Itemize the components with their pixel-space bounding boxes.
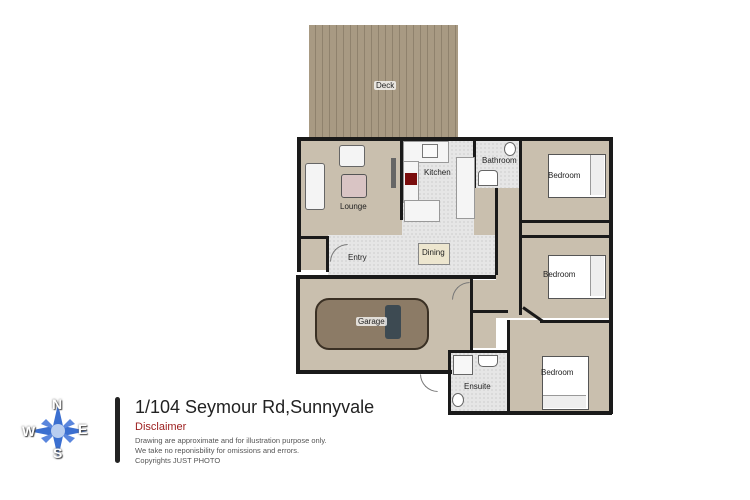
compass-south: S <box>53 445 63 461</box>
garage-label: Garage <box>356 317 387 326</box>
armchair-icon <box>339 145 365 167</box>
kitchen-island <box>404 200 440 222</box>
basin-icon <box>478 170 498 186</box>
wall <box>521 137 612 141</box>
car-windshield <box>385 305 401 339</box>
deck-label: Deck <box>374 81 397 90</box>
kitchen-label: Kitchen <box>424 168 451 177</box>
shower-icon <box>453 355 473 375</box>
title-divider <box>115 397 120 463</box>
wall <box>540 320 612 323</box>
wall <box>609 137 613 414</box>
wall <box>296 275 496 279</box>
ottoman-icon <box>341 174 367 198</box>
tv-icon <box>391 158 396 188</box>
dining-table-icon <box>418 243 450 265</box>
wall <box>448 350 451 414</box>
toilet-icon <box>452 393 464 407</box>
wall <box>297 236 329 239</box>
wall <box>297 137 301 272</box>
toilet-icon <box>504 142 516 156</box>
cooktop-icon <box>405 173 417 185</box>
hallway <box>496 188 522 318</box>
bathroom-label: Bathroom <box>482 156 517 165</box>
wall <box>448 411 612 415</box>
ensuite-label: Ensuite <box>464 382 491 391</box>
disclaimer-heading: Disclaimer <box>135 421 187 433</box>
wall <box>519 140 522 315</box>
dining-label: Dining <box>422 248 445 257</box>
wall <box>296 275 300 373</box>
sink-icon <box>422 144 438 158</box>
wall <box>522 235 612 238</box>
lounge-label: Lounge <box>340 202 367 211</box>
basin-icon <box>478 355 498 367</box>
wall <box>297 137 521 141</box>
wall <box>495 188 498 275</box>
disclaimer-line-2: We take no reponisbility for omissions a… <box>135 446 300 455</box>
pillow-icon <box>543 395 586 408</box>
wall <box>448 350 510 353</box>
bedroom-2-label: Bedroom <box>543 270 576 279</box>
property-address: 1/104 Seymour Rd,Sunnyvale <box>135 397 375 417</box>
side-door-icon <box>420 374 438 392</box>
disclaimer-line-1: Drawing are approximate and for illustra… <box>135 436 327 445</box>
wall <box>400 140 403 220</box>
compass-icon <box>28 404 88 458</box>
compass-east: E <box>78 421 88 437</box>
compass-north: N <box>52 396 63 412</box>
wall <box>507 320 510 412</box>
compass-west: W <box>22 423 36 439</box>
dining-entry-area <box>328 235 496 275</box>
entry-label: Entry <box>348 253 367 262</box>
pillow-icon <box>590 256 604 296</box>
compass-rose <box>18 396 98 466</box>
wall <box>296 370 452 374</box>
bedroom-1-label: Bedroom <box>548 171 581 180</box>
wall <box>472 310 508 313</box>
fridge-pantry <box>456 157 475 219</box>
disclaimer-line-3: Copyrights JUST PHOTO <box>135 456 221 465</box>
bedroom-3-label: Bedroom <box>541 368 574 377</box>
wall <box>470 278 473 352</box>
pillow-icon <box>590 155 604 195</box>
sofa-icon <box>305 163 325 210</box>
wall <box>326 236 329 272</box>
storage-room <box>472 280 496 348</box>
wall <box>522 220 612 223</box>
